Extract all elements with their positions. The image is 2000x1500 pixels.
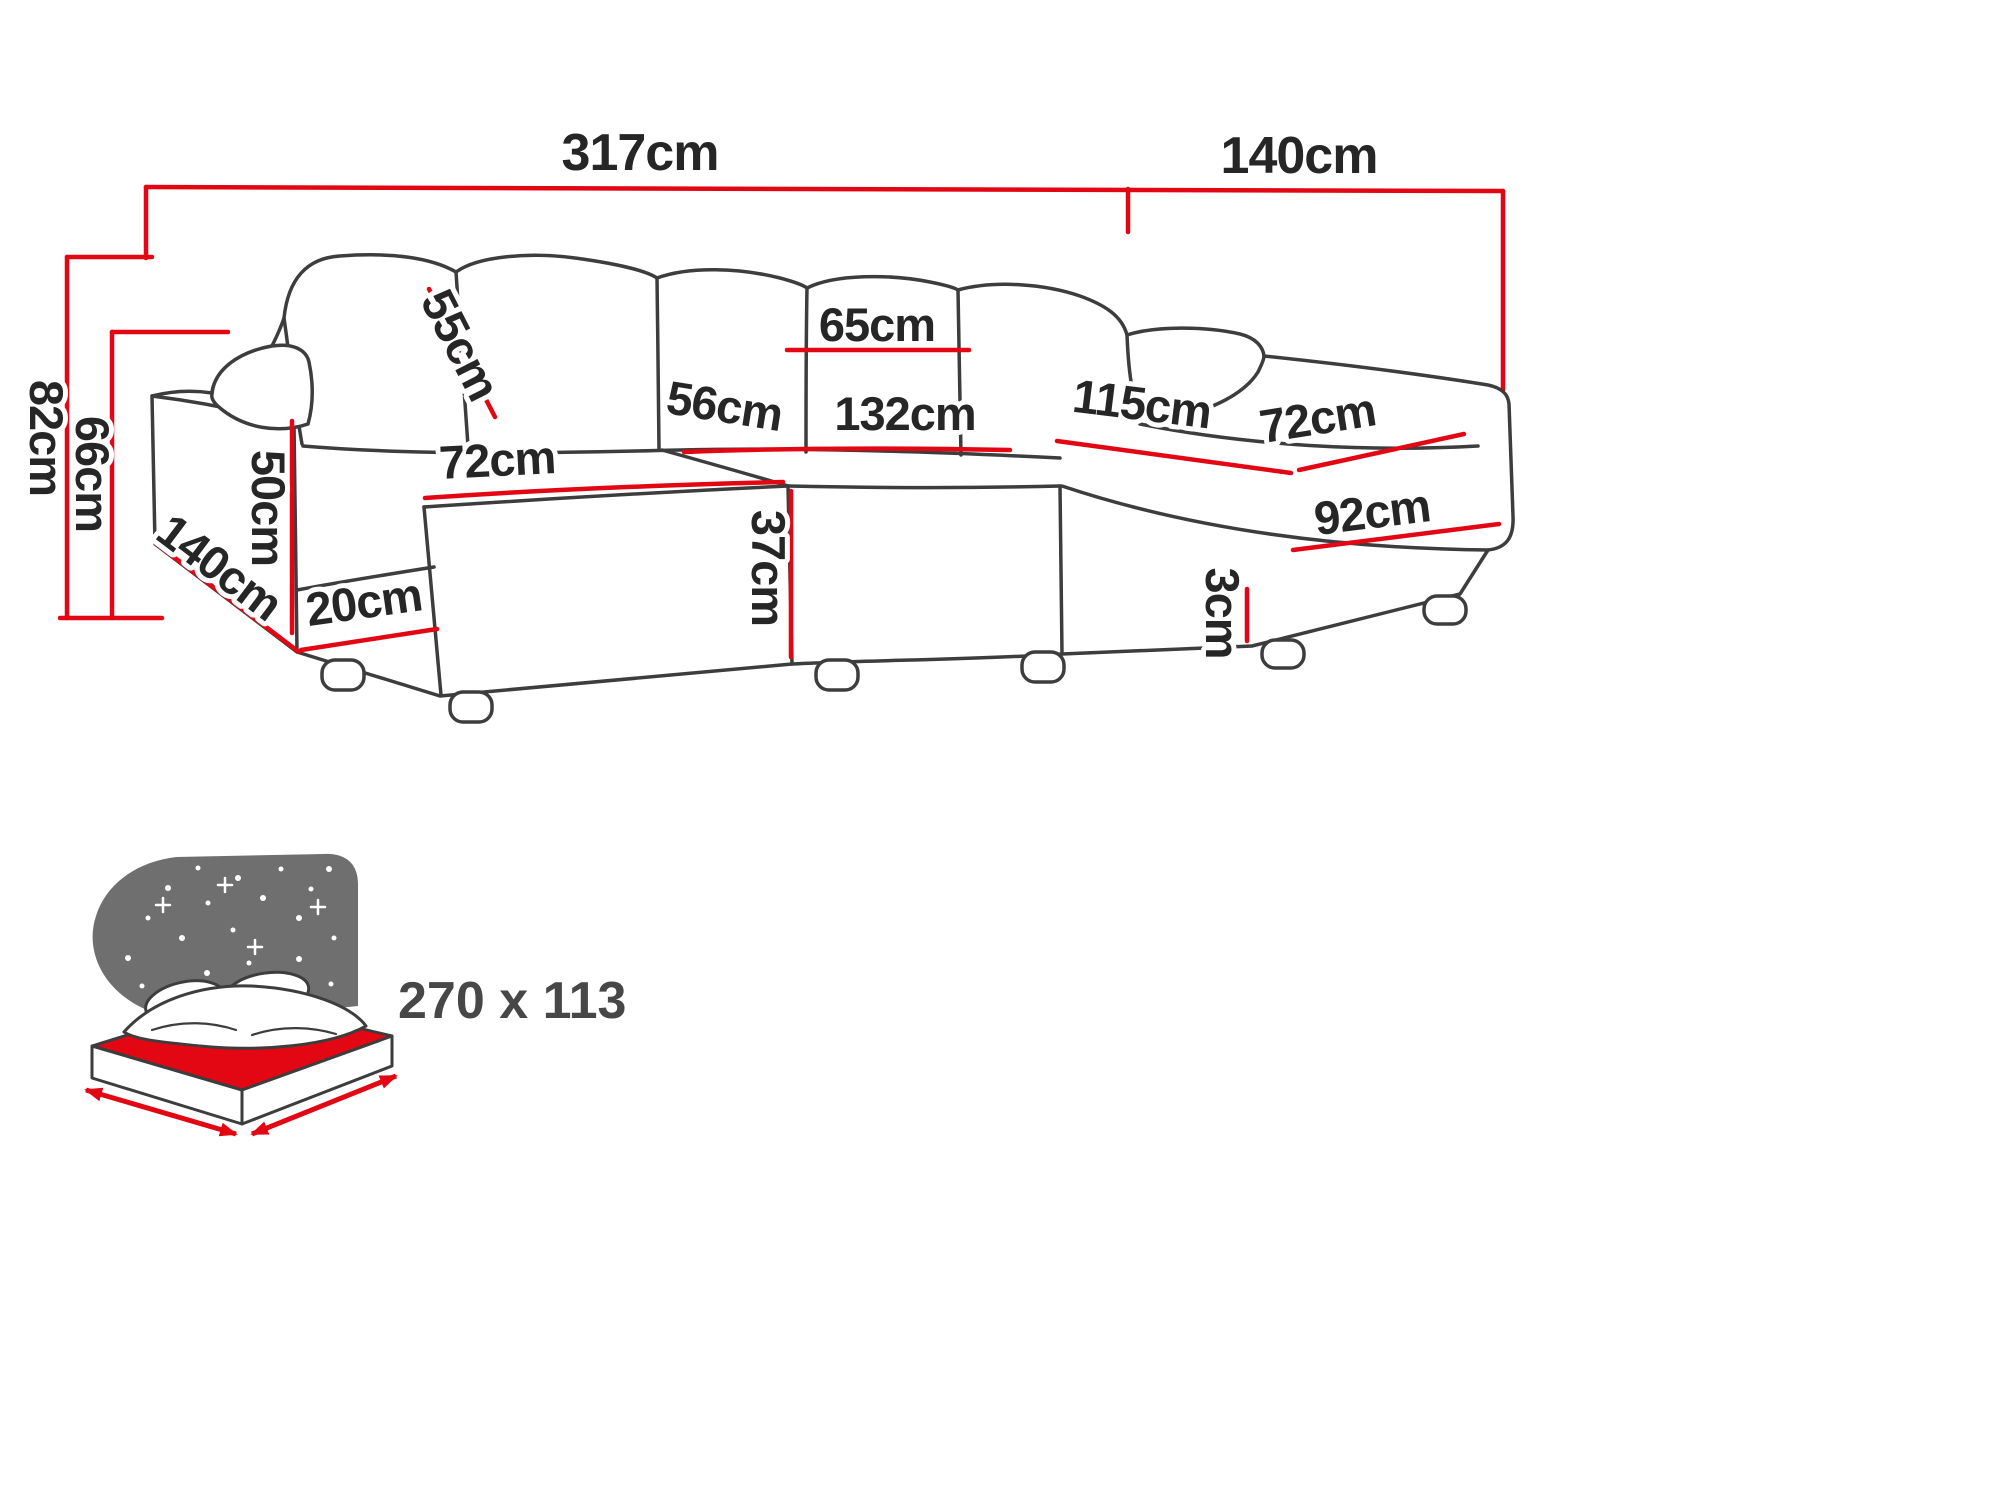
sofa-legs <box>320 594 1468 724</box>
dim-right-depth: 140cm <box>1221 127 1378 185</box>
dim-total-height: 82cm <box>20 380 73 496</box>
dim-middle-cushion-width: 65cm <box>819 298 935 351</box>
sleeping-area-dimensions: 270 x 113 <box>398 972 626 1030</box>
sofa-dimension-lines <box>155 286 1502 660</box>
sofa-outline <box>150 253 1515 724</box>
dim-backrest-height: 66cm <box>66 416 119 532</box>
dim-seat-front-height: 37cm <box>742 510 795 626</box>
dim-leg-height: 3cm <box>1196 567 1249 658</box>
dim-armrest-front-height: 50cm <box>242 450 295 566</box>
dim-left-seat-width: 72cm <box>438 430 557 489</box>
bed-night-sleeping-icon <box>84 853 398 1137</box>
outer-dimension-lines <box>57 184 1506 621</box>
dim-total-width: 317cm <box>562 124 719 182</box>
dim-middle-seat-width: 132cm <box>834 387 975 440</box>
